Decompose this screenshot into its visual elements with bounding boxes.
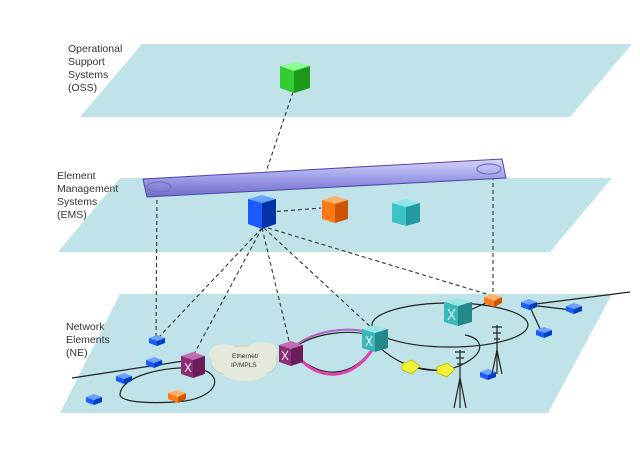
cloud-label-line2: IP/MPLS <box>231 362 257 369</box>
cloud-label-line1: Ethernet/ <box>232 353 259 360</box>
ne-device-orange-icon <box>484 294 502 307</box>
cell-tower-icon <box>491 325 503 375</box>
ems-main-server-cube-icon <box>248 195 276 229</box>
oss-plane <box>80 44 632 117</box>
node-icon <box>116 373 132 384</box>
optical-switch-icon <box>444 298 472 326</box>
router-icon <box>279 341 303 366</box>
ems-management-bus <box>142 158 507 198</box>
magenta-ring <box>296 349 374 376</box>
cell-tower-icon <box>453 350 467 409</box>
node-icon <box>86 394 102 405</box>
node-icon <box>146 357 162 368</box>
ethernet-ip-mpls-cloud-icon: Ethernet/ IP/MPLS <box>209 342 278 381</box>
oss-server-cube-icon <box>280 62 310 93</box>
ems-layer-label: Element Management Systems (EMS) <box>57 170 119 221</box>
ne-plane <box>60 294 612 413</box>
wireless-node-icon <box>401 359 456 378</box>
oss-layer-label: Operational Support Systems (OSS) <box>68 43 123 94</box>
management-links <box>155 91 494 357</box>
ems-secondary-server-orange-cube-icon <box>322 196 348 223</box>
router-icon <box>181 352 205 378</box>
node-icon <box>149 335 165 346</box>
optical-switch-icon <box>362 325 388 352</box>
node-icon <box>521 299 537 310</box>
ems-secondary-server-teal-cube-icon <box>392 199 420 226</box>
ne-layer-label: Network Elements (NE) <box>66 321 110 359</box>
node-icon <box>566 303 582 314</box>
node-icon <box>536 327 552 338</box>
ne-device-orange-icon <box>168 390 186 403</box>
